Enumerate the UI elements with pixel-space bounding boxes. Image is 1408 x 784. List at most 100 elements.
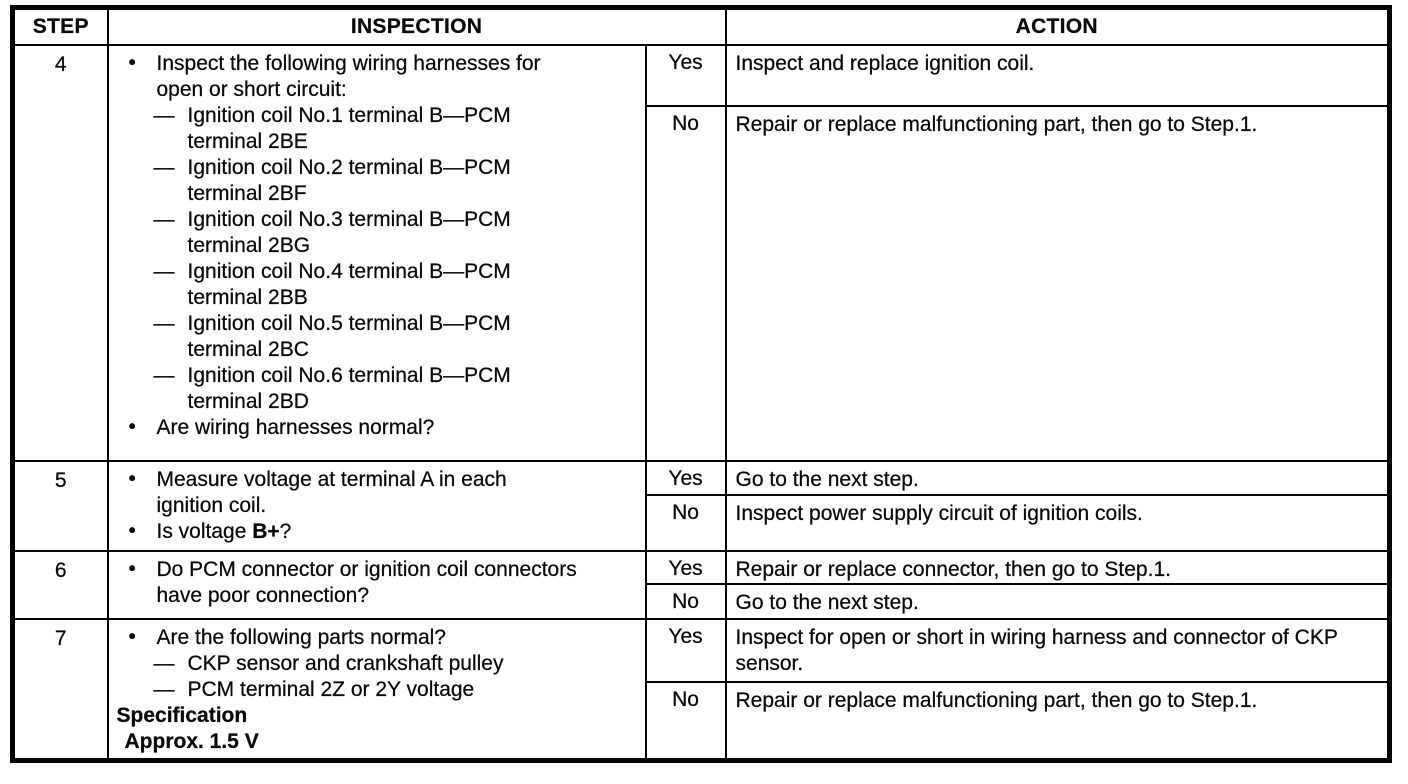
inspection-line-text: Ignition coil No.5 terminal B—PCM	[187, 311, 511, 335]
table-header-row: STEP INSPECTION ACTION	[11, 6, 1391, 46]
inspection-line: — Ignition coil No.1 terminal B—PCM	[110, 103, 644, 129]
header-step: STEP	[11, 6, 109, 46]
table-row-step-6-yes: 6 • Do PCM connector or ignition coil conn…	[11, 549, 1391, 620]
inspection-line-text: Is voltage B+?	[156, 519, 292, 543]
bullet-icon: •	[128, 518, 136, 542]
inspection-cell: • Do PCM connector or ignition coil conne…	[106, 549, 647, 620]
inspection-line-text: have poor connection?	[156, 583, 369, 607]
yes-action-cell: Repair or replace connector, then go to …	[724, 549, 1391, 585]
inspection-line-text: Ignition coil No.1 terminal B—PCM	[187, 103, 511, 127]
bold-text: B+	[252, 519, 280, 543]
inspection-line-text: terminal 2BG	[187, 233, 311, 257]
inspection-line: terminal 2BB	[110, 285, 644, 311]
inspection-line: • Is voltage B+?	[110, 518, 644, 545]
inspection-line-text: CKP sensor and crankshaft pulley	[187, 651, 504, 675]
dash-icon: —	[153, 155, 175, 179]
table-body: 4 • Inspect the following wiring harnesses…	[11, 43, 1391, 762]
inspection-line-text: Ignition coil No.6 terminal B—PCM	[187, 363, 511, 387]
inspection-line: • Measure voltage at terminal A in each	[110, 466, 644, 493]
inspection-line: terminal 2BF	[110, 181, 644, 207]
step-cell: 5	[11, 459, 109, 552]
inspection-line: • Do PCM connector or ignition coil conne…	[110, 556, 644, 583]
inspection-line: •Inspect the following wiring harnesses …	[110, 50, 644, 77]
no-cell: No	[644, 104, 727, 462]
inspection-line: — PCM terminal 2Z or 2Y voltage	[110, 677, 644, 703]
no-cell: No	[644, 680, 727, 762]
step-cell: 7	[11, 617, 109, 762]
inspection-line-text: Ignition coil No.3 terminal B—PCM	[187, 207, 511, 231]
inspection-line: ignition coil.	[110, 493, 644, 519]
inspection-line: — Ignition coil No.2 terminal B—PCM	[110, 155, 644, 181]
inspection-line: terminal 2BE	[110, 129, 644, 155]
inspection-line-text: terminal 2BB	[187, 285, 308, 309]
step-cell: 6	[11, 549, 109, 620]
bullet-icon: •	[128, 556, 136, 580]
inspection-line-text: ignition coil.	[156, 493, 267, 517]
inspection-line: — Ignition coil No.5 terminal B—PCM	[110, 311, 644, 337]
inspection-line-text: Inspect the following wiring harnesses f…	[156, 51, 541, 75]
dash-icon: —	[153, 677, 175, 701]
inspection-line: terminal 2BD	[110, 389, 644, 415]
diagnostic-table: STEP INSPECTION ACTION 4 • Inspect the fol…	[10, 5, 1393, 763]
step-cell: 4	[11, 43, 109, 462]
inspection-line-text: terminal 2BD	[187, 389, 309, 413]
inspection-line: terminal 2BC	[110, 337, 644, 363]
bullet-icon: •	[128, 466, 136, 490]
no-action-cell: Repair or replace malfunctioning part, t…	[724, 680, 1391, 762]
inspection-line-text: open or short circuit:	[156, 77, 347, 101]
inspection-line: have poor connection?	[110, 583, 644, 609]
table-row-step-4-yes: 4 • Inspect the following wiring harnesses…	[11, 43, 1391, 462]
dash-icon: —	[153, 259, 175, 283]
inspection-line: —Ignition coil No.3 terminal B—PCM	[110, 207, 644, 233]
inspection-line: Approx. 1.5 V	[110, 729, 644, 755]
no-action-cell: Inspect power supply circuit of ignition…	[724, 493, 1391, 552]
inspection-line: — Ignition coil No.6 terminal B—PCM	[110, 363, 644, 389]
header-action: ACTION	[724, 6, 1391, 46]
inspection-line-text: Ignition coil No.2 terminal B—PCM	[187, 155, 511, 179]
header-inspection: INSPECTION	[106, 6, 727, 46]
inspection-line-text: Do PCM connector or ignition coil connec…	[156, 557, 577, 581]
yes-action-cell: Inspect and replace ignition coil.	[724, 43, 1391, 107]
inspection-line: Specification	[110, 703, 644, 729]
inspection-line: terminal 2BG	[110, 233, 644, 259]
yes-cell: Yes	[644, 549, 727, 585]
no-cell: No	[644, 493, 727, 552]
inspection-line-text: Measure voltage at terminal A in each	[156, 467, 507, 491]
yes-cell: Yes	[644, 617, 727, 683]
inspection-line: — Ignition coil No.4 terminal B—PCM	[110, 259, 644, 285]
inspection-line-text: Approx. 1.5 V	[124, 729, 259, 753]
inspection-cell: • Inspect the following wiring harnesses …	[106, 43, 647, 462]
inspection-line-text: Are the following parts normal?	[156, 625, 446, 649]
inspection-cell: •Are the following parts normal?—CKP sen…	[106, 617, 647, 762]
no-action-cell: Repair or replace malfunctioning part, t…	[724, 104, 1391, 462]
dash-icon: —	[153, 363, 175, 387]
inspection-line-text: terminal 2BE	[187, 129, 308, 153]
inspection-line-text: Specification	[116, 703, 248, 727]
no-cell: No	[644, 582, 727, 620]
no-action-cell: Go to the next step.	[724, 582, 1391, 620]
table-row-step-7-yes: 7•Are the following parts normal?—CKP se…	[11, 617, 1391, 762]
inspection-line-text: Are wiring harnesses normal?	[156, 415, 435, 439]
inspection-line-text: terminal 2BC	[187, 337, 309, 361]
yes-cell: Yes	[644, 459, 727, 496]
dash-icon: —	[153, 103, 175, 127]
bullet-icon: •	[128, 624, 136, 648]
inspection-line-text: Ignition coil No.4 terminal B—PCM	[187, 259, 511, 283]
inspection-line: open or short circuit:	[110, 77, 644, 103]
inspection-line: — CKP sensor and crankshaft pulley	[110, 651, 644, 677]
inspection-line: • Are wiring harnesses normal?	[110, 414, 644, 441]
yes-action-cell: Inspect for open or short in wiring harn…	[724, 617, 1391, 683]
dash-icon: —	[153, 311, 175, 335]
inspection-line-text: PCM terminal 2Z or 2Y voltage	[187, 677, 475, 701]
inspection-line: • Are the following parts normal?	[110, 624, 644, 651]
dash-icon: —	[153, 651, 175, 675]
yes-cell: Yes	[644, 43, 727, 107]
bullet-icon: •	[128, 414, 136, 438]
